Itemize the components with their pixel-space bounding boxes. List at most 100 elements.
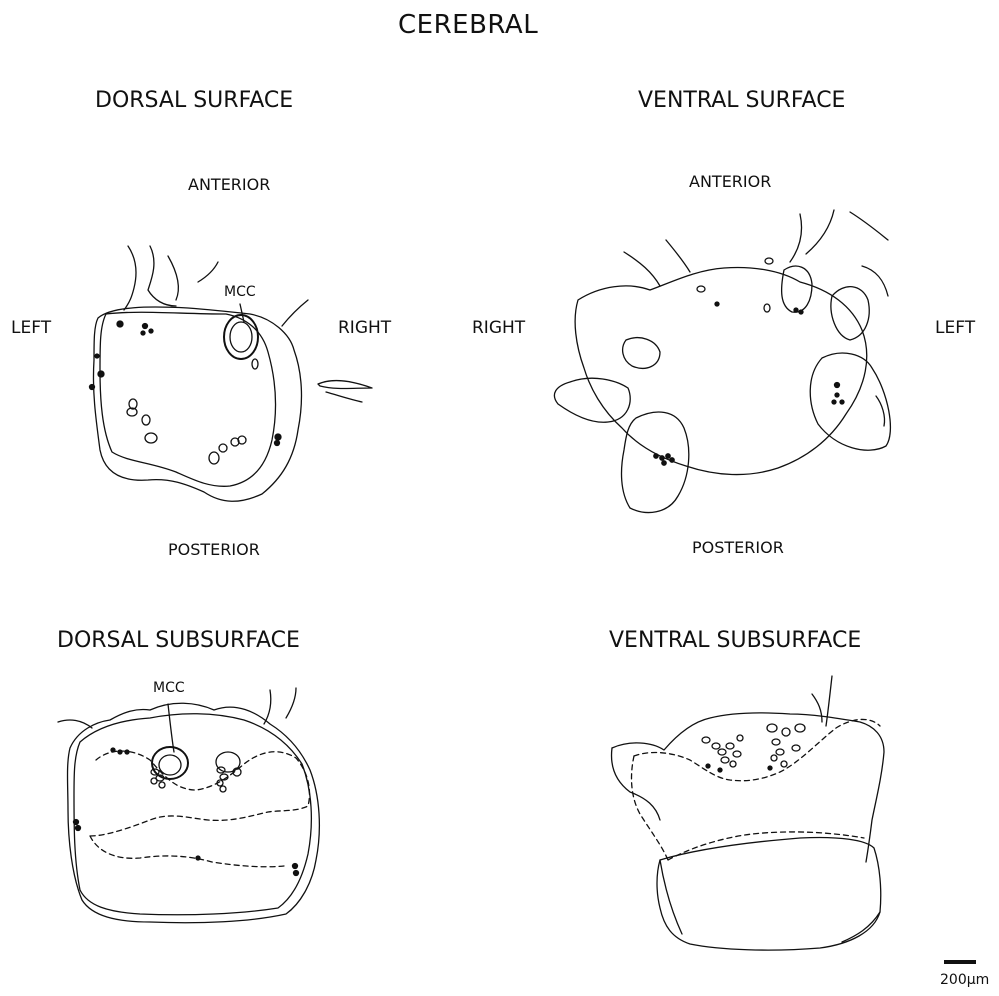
dorsal-surface-cell	[275, 434, 281, 440]
dorsal-subsurface-boundary	[90, 751, 310, 836]
dorsal-surface-fragment	[282, 300, 308, 326]
scale-bar	[944, 960, 976, 964]
ventral-subsurface-boundary	[668, 832, 864, 860]
dorsal-subsurface-cell	[294, 871, 299, 876]
ventral-surface-nerve	[806, 210, 834, 254]
dorsal-surface-drawing	[90, 246, 373, 501]
ventral-subsurface-drawing	[612, 676, 884, 950]
ventral-subsurface-cell	[768, 766, 772, 770]
ventral-surface-fragment	[876, 396, 885, 426]
ventral-surface-cell	[840, 400, 844, 404]
dorsal-surface-outline	[93, 307, 301, 501]
ventral-subsurface-cell	[772, 739, 780, 745]
ventral-surface-cell	[835, 383, 840, 388]
ventral-subsurface-cell	[718, 749, 726, 755]
ventral-surface-drawing	[554, 210, 890, 512]
dorsal-subsurface-cell	[76, 826, 81, 831]
ventral-surface-cell	[765, 258, 773, 264]
ventral-subsurface-outline	[612, 748, 660, 820]
dorsal-surface-cell	[98, 371, 104, 377]
ventral-subsurface-cell	[721, 757, 729, 763]
dorsal-surface-nerve	[198, 262, 218, 282]
ventral-surface-lobe	[831, 287, 869, 340]
ventral-surface-cell	[799, 310, 803, 314]
ventral-surface-lobe	[554, 378, 630, 422]
dorsal-subsurface-cell	[293, 864, 298, 869]
dorsal-subsurface-outline	[68, 703, 320, 922]
ventral-surface-cell	[715, 302, 719, 306]
dorsal-subsurface-mcc-cell	[159, 755, 181, 775]
dorsal-surface-cell	[252, 359, 258, 369]
dorsal-subsurface-boundary	[90, 836, 284, 867]
ventral-subsurface-slab	[660, 860, 682, 934]
ventral-subsurface-cell	[706, 764, 710, 768]
dorsal-surface-cell	[219, 444, 227, 452]
ventral-surface-cell	[660, 456, 664, 460]
dorsal-surface-cell	[117, 321, 123, 327]
ventral-subsurface-cell	[730, 761, 736, 767]
dorsal-surface-cell	[141, 331, 145, 335]
ventral-subsurface-cell	[702, 737, 710, 743]
dorsal-surface-cell	[145, 433, 157, 443]
dorsal-surface-inner-outline	[100, 312, 275, 486]
ventral-subsurface-slab	[842, 912, 880, 942]
dorsal-surface-cell	[95, 354, 99, 358]
ventral-subsurface-cell	[767, 724, 777, 732]
ventral-subsurface-cell	[782, 728, 790, 736]
ventral-subsurface-nerve	[826, 676, 832, 726]
ventral-subsurface-cell	[776, 749, 784, 755]
ventral-surface-cell	[764, 304, 770, 312]
dorsal-surface-fragment	[318, 381, 372, 389]
dorsal-subsurface-cell	[216, 752, 240, 772]
ventral-surface-nerve	[624, 252, 660, 286]
ventral-subsurface-cell	[781, 761, 787, 767]
dorsal-surface-nerve	[148, 246, 176, 306]
dorsal-subsurface-nerve	[264, 690, 271, 724]
dorsal-subsurface-drawing	[58, 688, 319, 923]
dorsal-subsurface-cell	[151, 778, 157, 784]
ventral-surface-cell	[654, 454, 658, 458]
ventral-subsurface-cell	[726, 743, 734, 749]
ventral-subsurface-cell	[795, 724, 805, 732]
dorsal-surface-cell	[90, 385, 95, 390]
ventral-subsurface-cell	[718, 768, 722, 772]
dorsal-surface-nerve	[168, 256, 178, 300]
ventral-subsurface-cell	[712, 743, 720, 749]
ventral-subsurface-cell	[733, 751, 741, 757]
dorsal-subsurface-nerve	[58, 720, 92, 728]
dorsal-subsurface-cell	[220, 786, 226, 792]
ventral-subsurface-nerve	[812, 694, 822, 722]
dorsal-subsurface-cell	[196, 856, 200, 860]
ventral-surface-cell	[662, 461, 666, 465]
ventral-surface-nerve	[666, 240, 690, 272]
ventral-surface-lobe	[622, 412, 689, 512]
ventral-surface-cell	[666, 454, 670, 458]
ventral-surface-nerve	[850, 212, 888, 240]
dorsal-subsurface-cell	[159, 782, 165, 788]
ventral-subsurface-outline	[612, 713, 884, 862]
ventral-surface-cell	[794, 308, 798, 312]
ventral-surface-lobe	[623, 338, 660, 369]
dorsal-subsurface-cell	[111, 748, 115, 752]
ventral-subsurface-cell	[771, 755, 777, 761]
dorsal-subsurface-cell	[74, 820, 79, 825]
dorsal-surface-cell	[143, 324, 148, 329]
ventral-surface-lobe	[810, 353, 890, 450]
dorsal-surface-cell	[149, 329, 153, 333]
dorsal-subsurface-cell	[125, 750, 129, 754]
ventral-surface-lobe	[782, 266, 812, 312]
dorsal-surface-fragment	[326, 392, 362, 402]
dorsal-subsurface-mcc-pointer	[168, 704, 174, 752]
ventral-surface-cell	[670, 458, 674, 462]
ventral-subsurface-slab	[657, 837, 881, 950]
ventral-subsurface-boundary	[634, 719, 880, 780]
ventral-surface-fragment	[862, 266, 888, 296]
ventral-surface-cell	[697, 286, 705, 292]
dorsal-surface-cell	[142, 415, 150, 425]
dorsal-surface-cell	[275, 441, 280, 446]
ventral-surface-nerve	[790, 214, 802, 262]
ventral-subsurface-cell	[792, 745, 800, 751]
dorsal-subsurface-cell	[118, 750, 122, 754]
dorsal-surface-nerve	[124, 246, 136, 310]
